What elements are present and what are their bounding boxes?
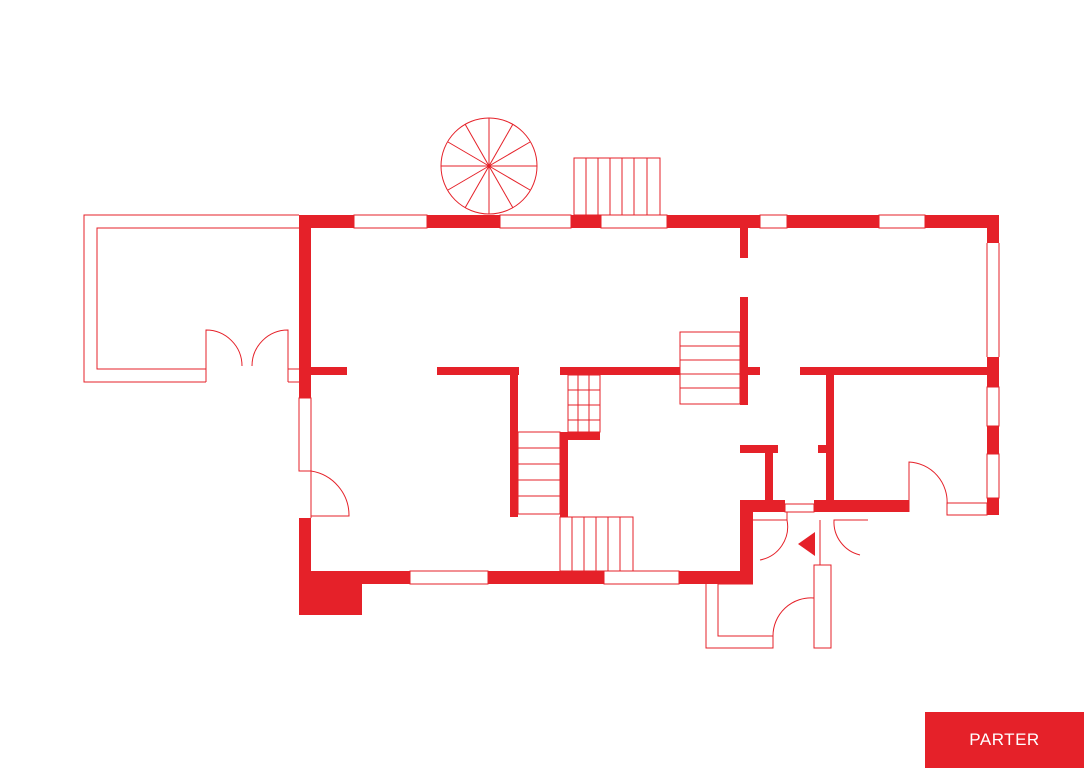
staircases — [517, 157, 741, 572]
entrance-marker — [798, 532, 815, 556]
terrace-outline — [83, 214, 299, 383]
floor-label: PARTER — [969, 730, 1040, 749]
interior-walls — [299, 228, 999, 517]
doors — [205, 329, 988, 649]
exterior-walls — [299, 215, 999, 615]
triangle-marker-icon — [798, 532, 815, 556]
floor-badge-bg — [925, 712, 1084, 768]
spiral-staircase-icon — [440, 117, 538, 215]
window-openings — [298, 214, 1000, 585]
